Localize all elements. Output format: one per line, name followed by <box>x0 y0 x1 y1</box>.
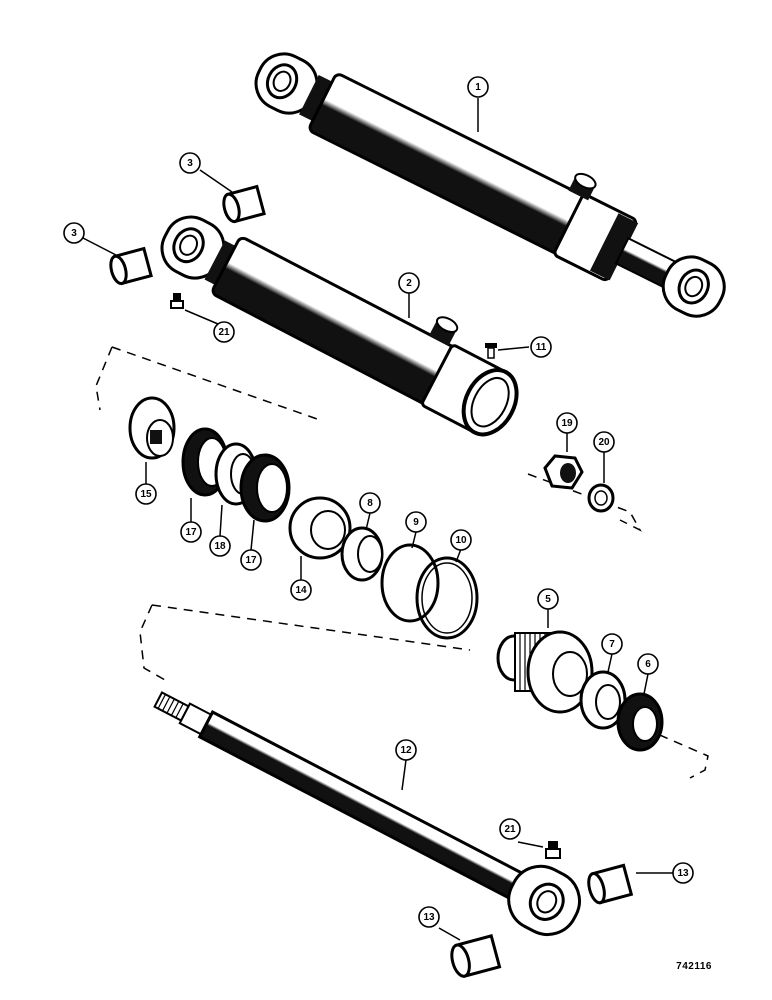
callout-c17b: 17 <box>240 549 262 571</box>
callout-label: 15 <box>140 489 152 500</box>
callout-circle <box>637 653 659 675</box>
callout-circle <box>180 521 202 543</box>
callout-c5: 5 <box>537 588 559 610</box>
callout-label: 3 <box>187 158 193 169</box>
seal-17-right <box>239 453 291 523</box>
callout-circle <box>398 272 420 294</box>
bushing-13-left <box>450 934 502 978</box>
callout-circle <box>530 336 552 358</box>
callout-c12: 12 <box>395 739 417 761</box>
bushing-13-right <box>587 863 634 905</box>
callout-label: 21 <box>218 327 230 338</box>
callout-label: 7 <box>609 639 615 650</box>
figure-number: 742116 <box>676 961 712 972</box>
assembled-cylinder <box>254 52 726 318</box>
callout-label: 10 <box>455 535 467 546</box>
callout-circle <box>359 492 381 514</box>
grease-fitting-21-upper <box>170 293 184 309</box>
bushing-8 <box>340 526 384 582</box>
washer-20 <box>587 483 615 513</box>
gland-5 <box>496 630 594 714</box>
callout-label: 17 <box>185 527 197 538</box>
wear-ring-14 <box>288 496 352 560</box>
nut-19 <box>543 454 584 490</box>
callout-circle <box>601 633 623 655</box>
callout-circle <box>290 579 312 601</box>
callout-circle <box>467 76 489 98</box>
callout-c3b: 3 <box>63 222 85 244</box>
callout-circle <box>63 222 85 244</box>
backup-ring-10 <box>415 556 479 640</box>
callout-circle <box>213 321 235 343</box>
callout-c13b: 13 <box>418 906 440 928</box>
callout-circle <box>537 588 559 610</box>
callout-circle <box>418 906 440 928</box>
callout-c21a: 21 <box>213 321 235 343</box>
exploded-view-outline-upper <box>95 346 642 532</box>
callout-circle <box>450 529 472 551</box>
callout-c18: 18 <box>209 535 231 557</box>
callout-circle <box>593 431 615 453</box>
callout-c9: 9 <box>405 511 427 533</box>
wiper-6 <box>616 692 664 752</box>
callout-c8: 8 <box>359 492 381 514</box>
callout-label: 1 <box>475 82 481 93</box>
callout-circle <box>135 483 157 505</box>
callout-c19: 19 <box>556 412 578 434</box>
callout-label: 21 <box>504 824 516 835</box>
callout-c2: 2 <box>398 272 420 294</box>
callout-label: 17 <box>245 555 257 566</box>
piston-15 <box>128 396 176 460</box>
callout-circle <box>179 152 201 174</box>
callouts <box>82 98 674 941</box>
bushing-3-upper <box>222 184 266 224</box>
callout-label: 6 <box>645 659 651 670</box>
callout-circle <box>209 535 231 557</box>
callout-label: 12 <box>400 745 412 756</box>
callout-circle <box>240 549 262 571</box>
callout-c13a: 13 <box>672 862 694 884</box>
callout-label: 13 <box>677 868 689 879</box>
callout-c6: 6 <box>637 653 659 675</box>
callout-circle <box>499 818 521 840</box>
callout-c21b: 21 <box>499 818 521 840</box>
callout-c11: 11 <box>530 336 552 358</box>
piston-rod-12 <box>153 691 581 937</box>
ring-7 <box>579 670 627 730</box>
callout-c3a: 3 <box>179 152 201 174</box>
callout-c17a: 17 <box>180 521 202 543</box>
callout-label: 13 <box>423 912 435 923</box>
callout-label: 3 <box>71 228 77 239</box>
o-ring-9 <box>380 543 440 623</box>
callout-c14: 14 <box>290 579 312 601</box>
callout-label: 20 <box>598 437 610 448</box>
callout-label: 8 <box>367 498 373 509</box>
callout-c1: 1 <box>467 76 489 98</box>
callout-label: 18 <box>214 541 226 552</box>
callout-label: 14 <box>295 585 307 596</box>
callout-c7: 7 <box>601 633 623 655</box>
callout-circle <box>405 511 427 533</box>
callout-c10: 10 <box>450 529 472 551</box>
set-screw-11 <box>485 343 497 359</box>
callout-circle <box>672 862 694 884</box>
exploded-view-outline-lower <box>139 604 709 779</box>
callout-label: 2 <box>406 278 412 289</box>
callout-circle <box>556 412 578 434</box>
callout-label: 11 <box>536 342 547 353</box>
cylinder-barrel <box>160 215 519 437</box>
callout-c20: 20 <box>593 431 615 453</box>
callout-circle <box>395 739 417 761</box>
callout-label: 19 <box>561 418 573 429</box>
bushing-3-lower <box>109 246 153 286</box>
callout-label: 9 <box>413 517 419 528</box>
callout-label: 5 <box>545 594 551 605</box>
grease-fitting-21-lower <box>545 841 561 859</box>
callout-c15: 15 <box>135 483 157 505</box>
